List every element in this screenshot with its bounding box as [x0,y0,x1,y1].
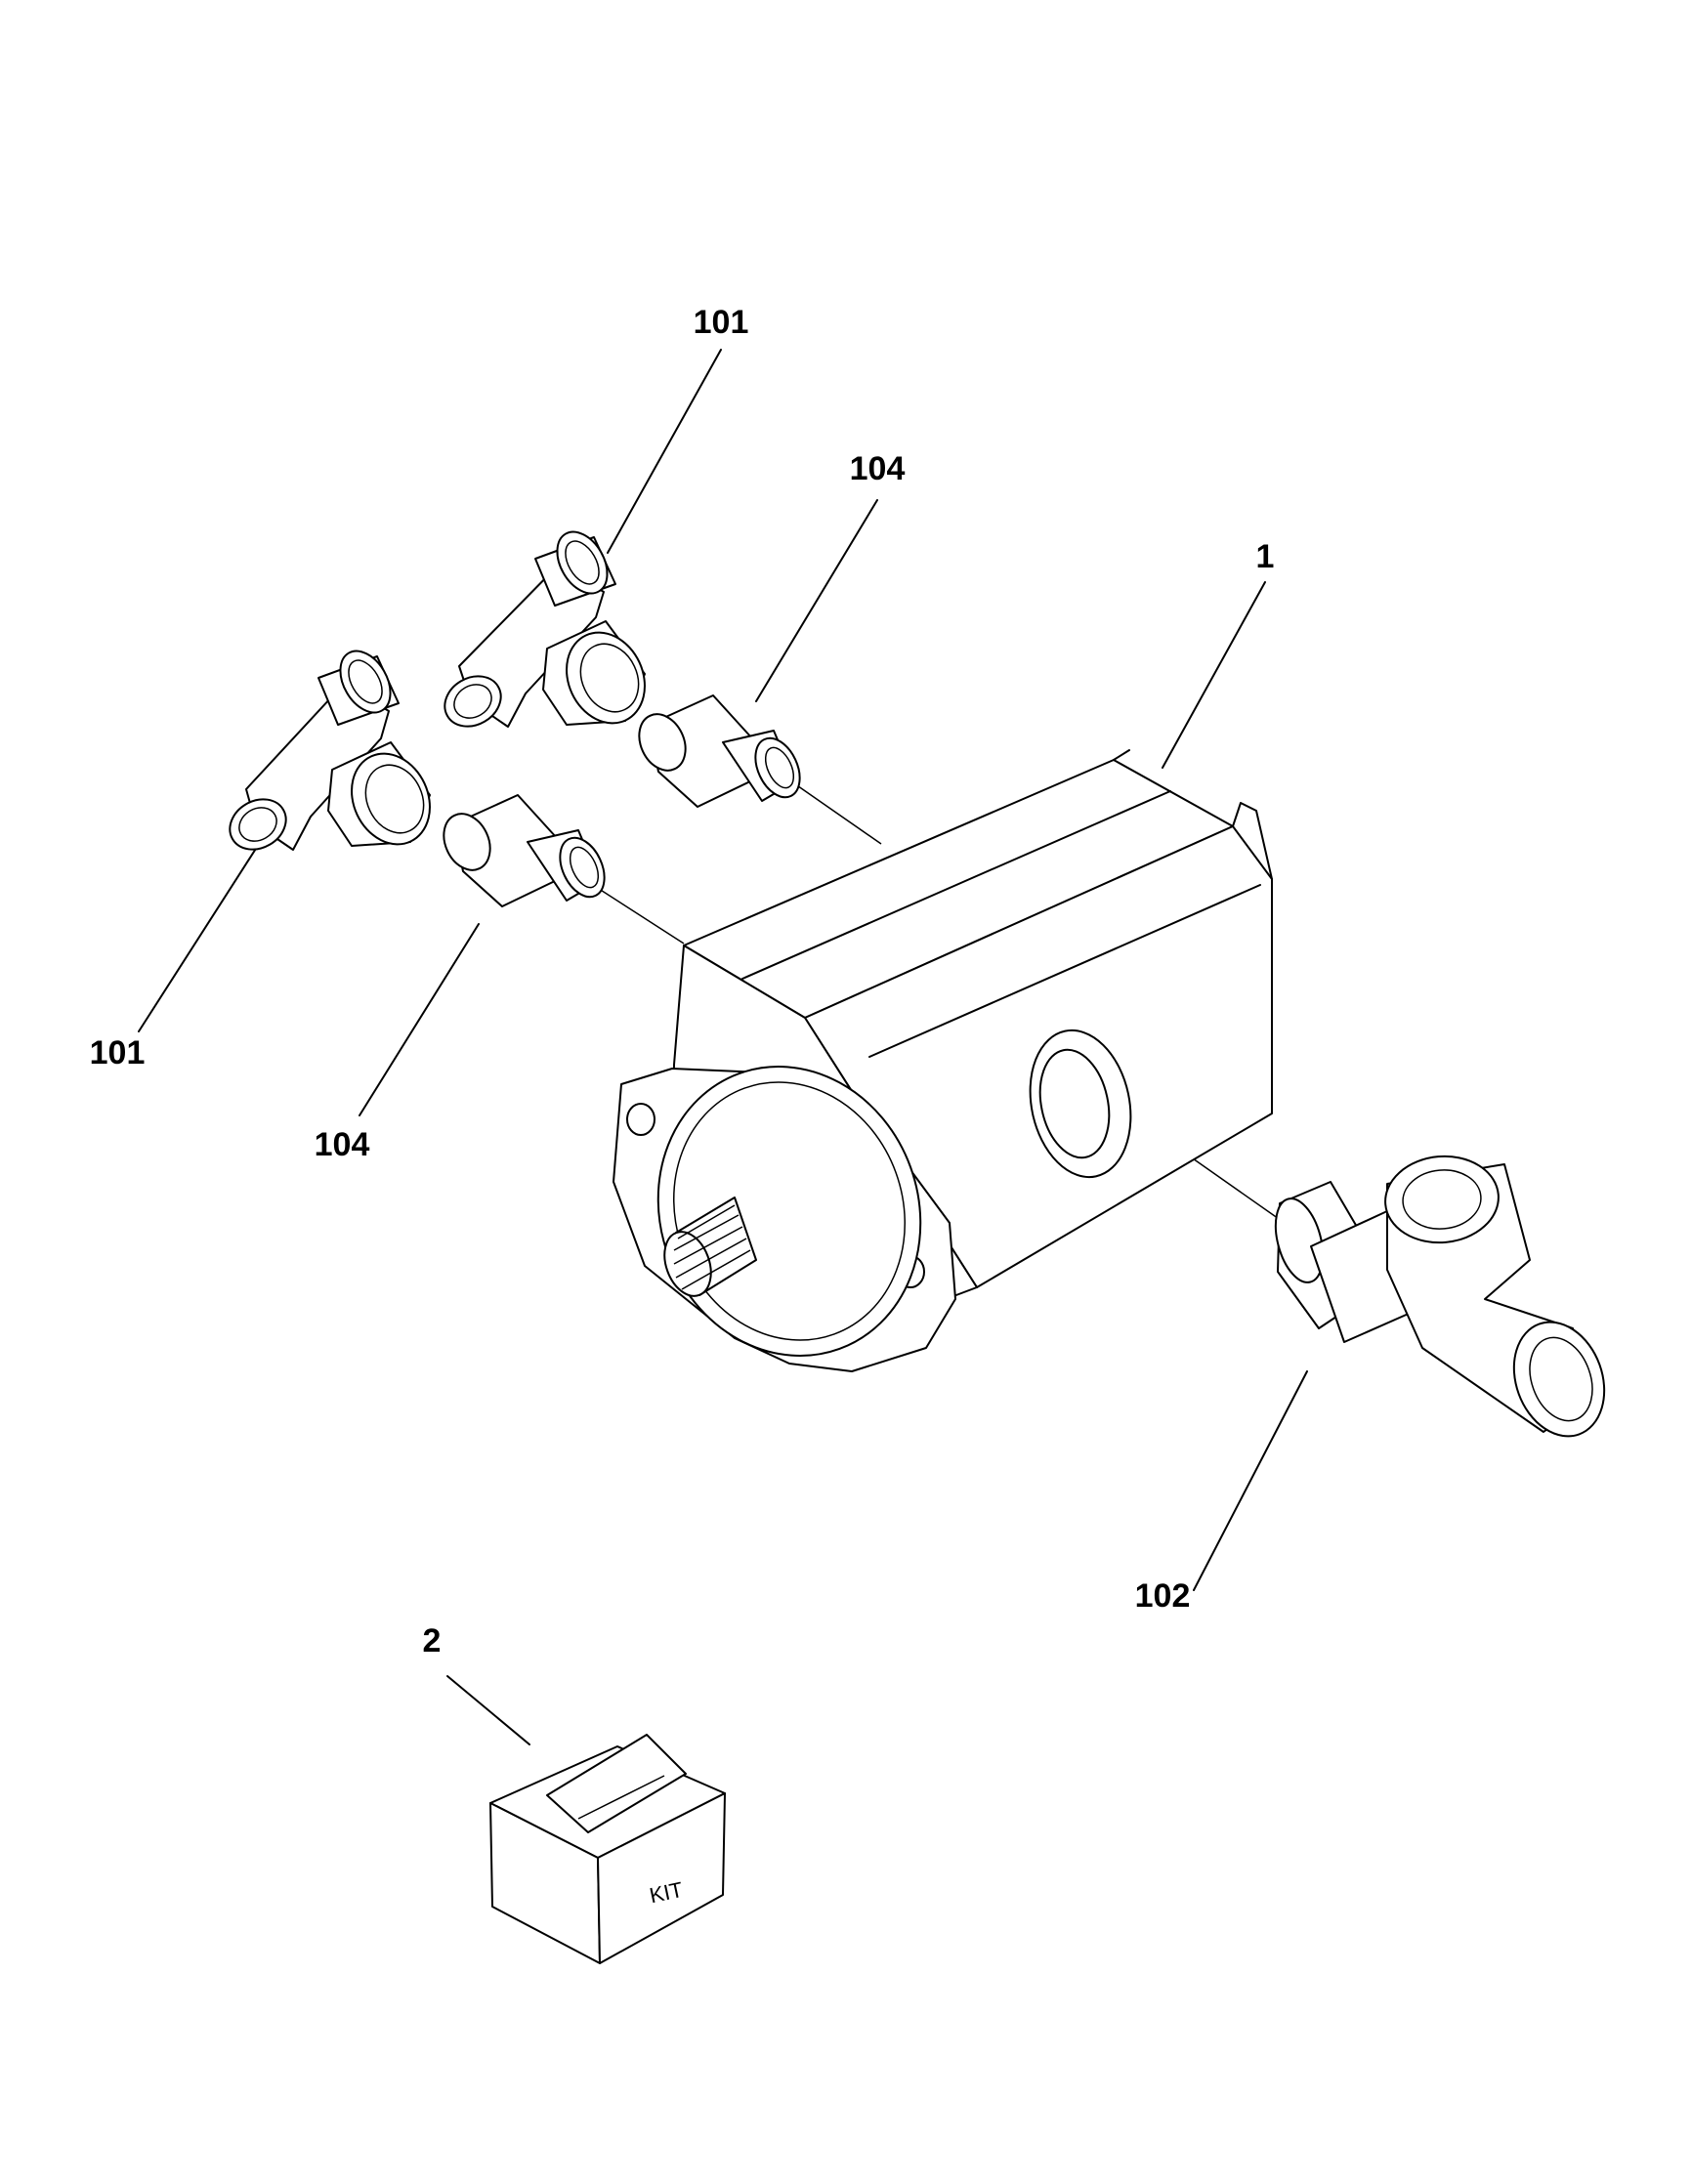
callout-101-top: 101 [693,304,749,341]
adapter-fitting-left [443,794,606,907]
tee-fitting-top [444,530,646,728]
callout-102: 102 [1134,1577,1191,1615]
callout-1: 1 [1255,538,1275,575]
callout-104-left: 104 [314,1126,370,1163]
adapter-fitting-top [638,694,801,808]
callout-104-top: 104 [849,450,906,487]
tee-fitting-left [229,650,431,851]
leader-lines [138,349,1308,1745]
tee-fitting-right [1274,1155,1606,1438]
kit-box [489,1734,726,1964]
callout-101-left: 101 [89,1034,146,1071]
callout-2: 2 [422,1622,442,1659]
hydraulic-pump-body [613,749,1273,1372]
